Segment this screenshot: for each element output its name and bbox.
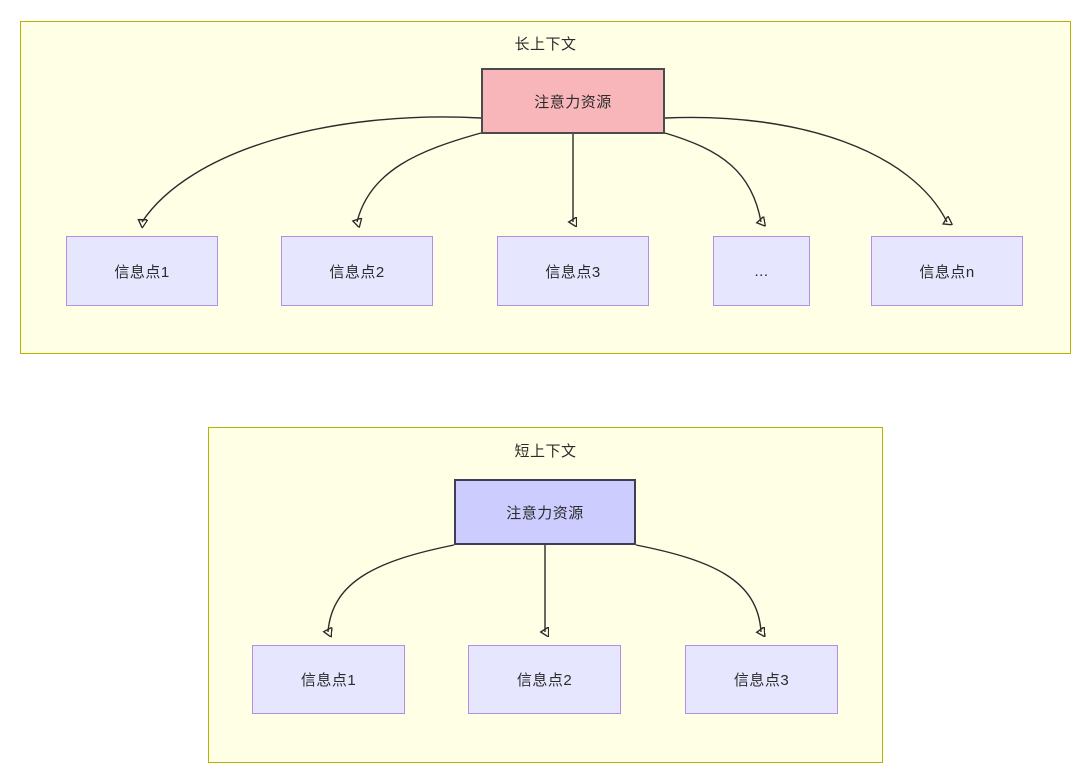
- node-info-point-ellipsis-long[interactable]: ...: [713, 236, 810, 306]
- node-info-point-n-long[interactable]: 信息点n: [871, 236, 1023, 306]
- node-info-point-1-short[interactable]: 信息点1: [252, 645, 405, 714]
- node-attention-resource-long[interactable]: 注意力资源: [481, 68, 665, 134]
- node-info-point-2-short[interactable]: 信息点2: [468, 645, 621, 714]
- node-info-point-1-long[interactable]: 信息点1: [66, 236, 218, 306]
- group-short-context-title: 短上下文: [514, 443, 577, 460]
- node-info-point-3-long[interactable]: 信息点3: [497, 236, 649, 306]
- group-long-context-title: 长上下文: [514, 36, 577, 53]
- node-info-point-3-short[interactable]: 信息点3: [685, 645, 838, 714]
- node-attention-resource-short[interactable]: 注意力资源: [454, 479, 636, 545]
- node-info-point-2-long[interactable]: 信息点2: [281, 236, 433, 306]
